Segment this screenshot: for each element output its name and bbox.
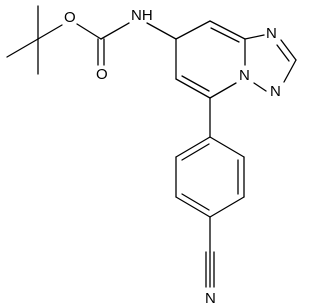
benzene-bond-6-inner <box>181 143 210 161</box>
bond-tbu-methyl-left <box>6 38 39 58</box>
benzene-bond-6 <box>175 136 211 158</box>
nitrogen-triazole-bottom-label: N <box>270 83 281 100</box>
ring6-bond-c8-c8a-inner <box>210 27 240 43</box>
structure-svg: O O NH N N N N <box>6 5 297 307</box>
oxygen-ester-label: O <box>64 9 76 26</box>
ring6-bond-c8-c8a <box>209 20 246 40</box>
ring6-bond-c5-c6 <box>175 78 211 99</box>
bond-oxygen-to-carbonyl-carbon <box>76 23 102 40</box>
benzene-bond-4-inner <box>181 193 210 211</box>
bond-nh-to-ring <box>146 22 177 40</box>
nh-label: NH <box>131 7 153 24</box>
atom-labels: O O NH N N N N <box>64 7 281 307</box>
oxygen-carbonyl-label: O <box>96 66 108 83</box>
ring5-bond-n1-c2 <box>280 39 297 61</box>
ring6-bond-c5-c6-inner <box>181 75 210 92</box>
benzene-bond-4 <box>175 196 211 218</box>
nitrogen-triazole-top-label: N <box>266 25 277 42</box>
benzene-bond-3 <box>209 196 245 218</box>
benzene-bond-1 <box>209 136 245 158</box>
molecule-structure-diagram: O O NH N N N N <box>6 5 297 307</box>
ring6-bond-c7-c8 <box>175 20 211 40</box>
bond-carbonyl-to-nh <box>100 22 130 40</box>
bond-tbu-to-oxygen <box>37 24 63 40</box>
bonds <box>6 5 297 288</box>
ring5-bond-n1-c2-inner <box>276 44 290 62</box>
ring5-bond-c8a-n1 <box>244 34 265 40</box>
nitrogen-bridgehead-label: N <box>239 67 250 84</box>
ring5-bond-c2-n3 <box>283 59 297 83</box>
ring6-bond-n4-c5 <box>209 82 237 99</box>
ring5-bond-n3-nbridge <box>253 82 267 92</box>
nitrogen-nitrile-label: N <box>205 290 216 307</box>
